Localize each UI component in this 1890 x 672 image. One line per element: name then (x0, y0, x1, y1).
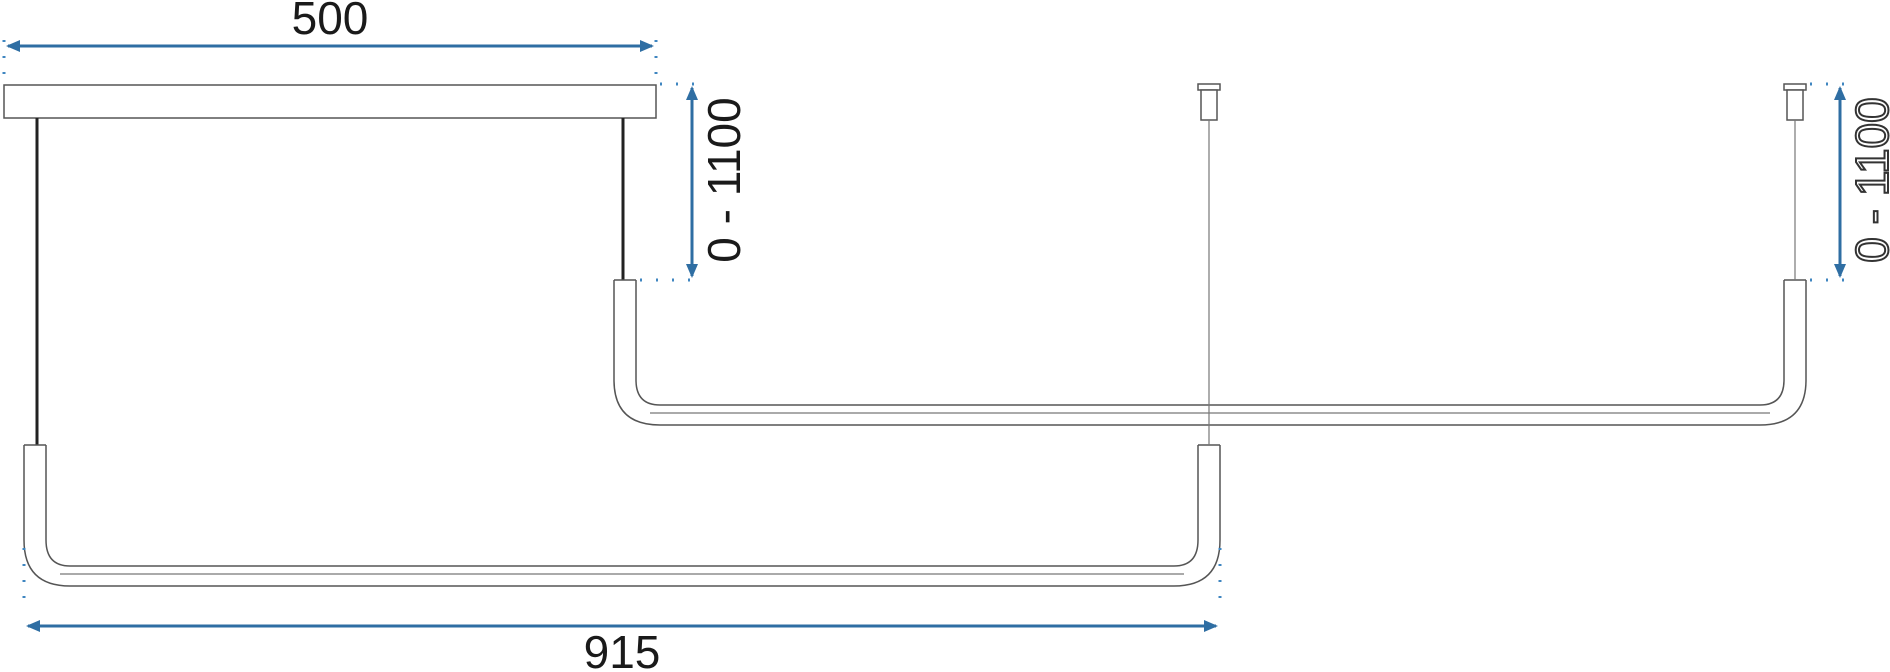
left-height-label: 0 - 1100 (698, 97, 750, 262)
right-lamp-suspension (1197, 83, 1807, 445)
lower-u-inner (45, 445, 1199, 567)
dimension-bottom-width: 915 (22, 548, 1222, 672)
mid-canopy-body (1200, 89, 1218, 121)
mid-canopy-top (1197, 83, 1221, 91)
bottom-width-label: 915 (584, 626, 661, 672)
upper-u-inner (635, 280, 1785, 406)
left-lamp (3, 84, 1807, 587)
top-width-label: 500 (292, 0, 369, 44)
right-height-label: 0 - 1100 (1846, 97, 1890, 262)
dimension-top-width: 500 (2, 0, 658, 84)
dimension-left-height: 0 - 1100 (640, 82, 750, 282)
right-canopy-top (1783, 83, 1807, 91)
ceiling-canopy (3, 84, 657, 119)
upper-u-profile (613, 280, 1807, 426)
dimension-right-height: 0 - 1100 (1810, 82, 1890, 282)
lower-u-profile (23, 445, 1221, 587)
right-canopy-body (1786, 89, 1804, 121)
